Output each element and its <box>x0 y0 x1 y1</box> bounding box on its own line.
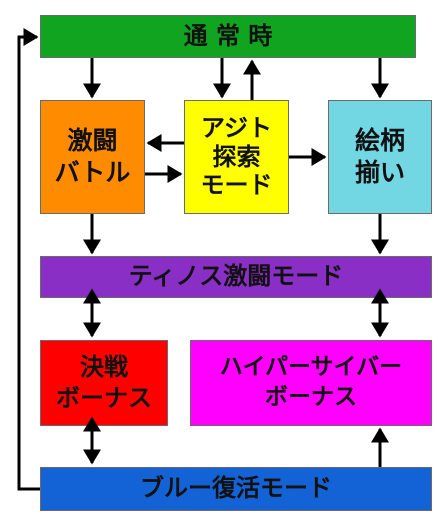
node-hideout-label: アジト 探索 モード <box>200 113 273 200</box>
node-reels-label: 絵柄 揃い <box>354 125 405 188</box>
node-reels: 絵柄 揃い <box>328 100 432 214</box>
node-kessen-label: 決戦 ボーナス <box>56 352 152 412</box>
node-battle: 激闘 バトル <box>40 100 145 214</box>
node-battle-label: 激闘 バトル <box>54 125 131 188</box>
node-tinos: ティノス激闘モード <box>40 256 432 298</box>
node-hyper-label: ハイパーサイバー ボーナス <box>219 354 403 410</box>
node-hyper: ハイパーサイバー ボーナス <box>190 340 432 426</box>
node-blue: ブルー復活モード <box>40 467 432 511</box>
node-normal: 通 常 時 <box>40 15 416 58</box>
node-hideout: アジト 探索 モード <box>184 100 289 214</box>
arrow-blue-to-normal <box>17 28 40 491</box>
node-blue-label: ブルー復活モード <box>140 474 332 503</box>
node-tinos-label: ティノス激闘モード <box>128 262 344 291</box>
node-kessen: 決戦 ボーナス <box>40 340 168 426</box>
node-normal-label: 通 常 時 <box>183 21 273 50</box>
